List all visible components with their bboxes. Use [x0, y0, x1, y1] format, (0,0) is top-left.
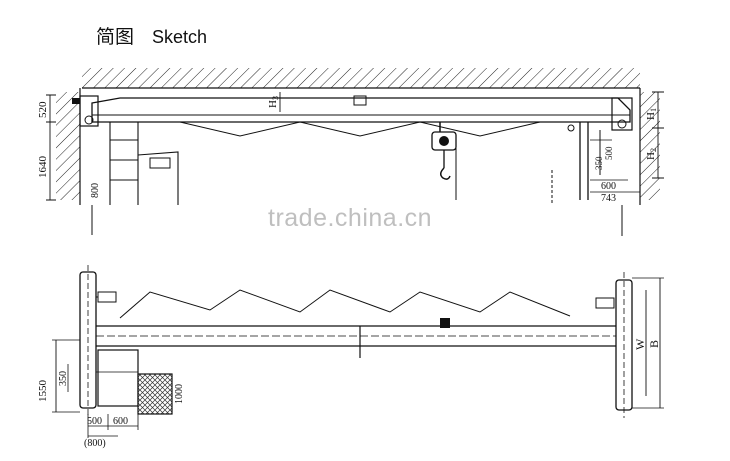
- dim-800-vertical: 800: [90, 183, 101, 198]
- dim-520: 520: [37, 101, 49, 118]
- plan-dim-1550: 1550: [37, 380, 49, 403]
- plan-cab: [97, 349, 139, 407]
- plan-dim-w: W: [633, 338, 647, 350]
- dim-350-vertical: 350: [594, 156, 604, 170]
- left-drive-motor: [97, 291, 117, 303]
- ceiling-hatch: [82, 68, 640, 88]
- right-pulley: [567, 124, 575, 132]
- left-end-carriage: [79, 95, 99, 127]
- plan-view: 1550 350 500 600 (800) 1000 W B: [37, 265, 664, 449]
- sketch-title: 简图 Sketch: [96, 22, 207, 49]
- right-drive-motor: [595, 297, 615, 309]
- right-end-carriage: [611, 97, 633, 131]
- title-english: Sketch: [152, 27, 208, 47]
- dim-h2: H2: [645, 148, 658, 160]
- electric-hoist: [431, 122, 457, 200]
- plan-dim-500: 500: [87, 416, 102, 427]
- plan-mesh-box: [137, 373, 173, 415]
- plan-hoist: [440, 318, 450, 328]
- main-girder: [91, 97, 631, 123]
- plan-dim-600: 600: [113, 416, 128, 427]
- plan-truss: [119, 289, 571, 319]
- cab-box: [149, 157, 171, 169]
- watermark: trade.china.cn: [268, 204, 433, 232]
- right-wheel: [617, 119, 627, 129]
- left-wall-hatch: [56, 92, 80, 200]
- dim-500-vertical: 500: [604, 146, 614, 160]
- cab-platform: [137, 151, 179, 205]
- title-chinese: 简图: [96, 26, 135, 48]
- girder-nameplate: [353, 95, 367, 106]
- dim-h1: H1: [645, 108, 658, 120]
- dim-1640: 1640: [37, 156, 49, 179]
- plan-dim-800: (800): [84, 438, 106, 449]
- plan-dim-b: B: [647, 340, 661, 348]
- dim-743: 743: [601, 193, 616, 204]
- dim-h3: H3: [267, 96, 280, 108]
- plan-dim-1000: 1000: [174, 384, 185, 404]
- dim-600-right: 600: [601, 181, 616, 192]
- plan-dim-350: 350: [58, 371, 69, 386]
- elevation-view: 520 1640 800 H3 H1 H2 350 500 600 743: [37, 68, 664, 236]
- left-wheel: [84, 115, 94, 125]
- girder-truss: [179, 121, 541, 137]
- left-bracket: [72, 98, 80, 104]
- right-wall-hatch: [640, 92, 660, 200]
